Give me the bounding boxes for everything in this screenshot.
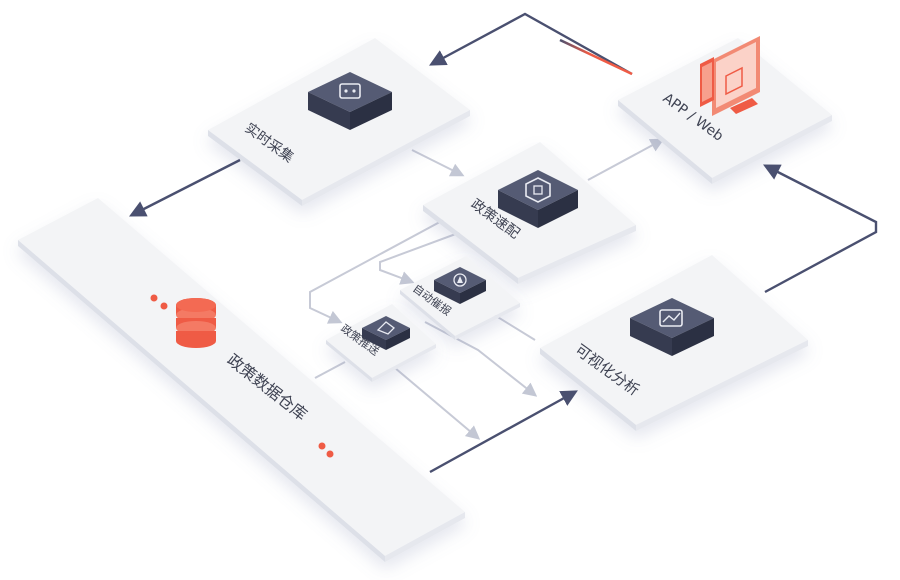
decor-dots [150, 294, 334, 458]
arrow-collect-to-match [411, 149, 465, 177]
database-icon [176, 298, 216, 348]
arrow-match-to-report [379, 224, 481, 285]
arrow-report-to-analysis [424, 321, 538, 397]
arrow-analysis-to-app [763, 164, 878, 294]
shield-match-icon [498, 170, 578, 228]
arrow-push-to-analysis [394, 367, 481, 440]
arrow-collect-to-warehouse [129, 158, 241, 217]
chart-icon [630, 298, 714, 356]
arrow-match-to-push [309, 209, 463, 324]
compass-icon [434, 267, 486, 304]
hand-push-icon [362, 316, 410, 350]
arrow-match-to-app [587, 138, 665, 181]
dark-connectors [129, 12, 878, 474]
accent-segment [559, 38, 633, 76]
connector-warehouse-push [314, 361, 346, 379]
arrow-app-to-collect [429, 12, 633, 76]
warehouse-plate [18, 198, 465, 562]
collector-icon [308, 72, 392, 130]
monitor-tablet-icon [700, 36, 760, 116]
arrow-warehouse-to-analysis [429, 390, 578, 474]
